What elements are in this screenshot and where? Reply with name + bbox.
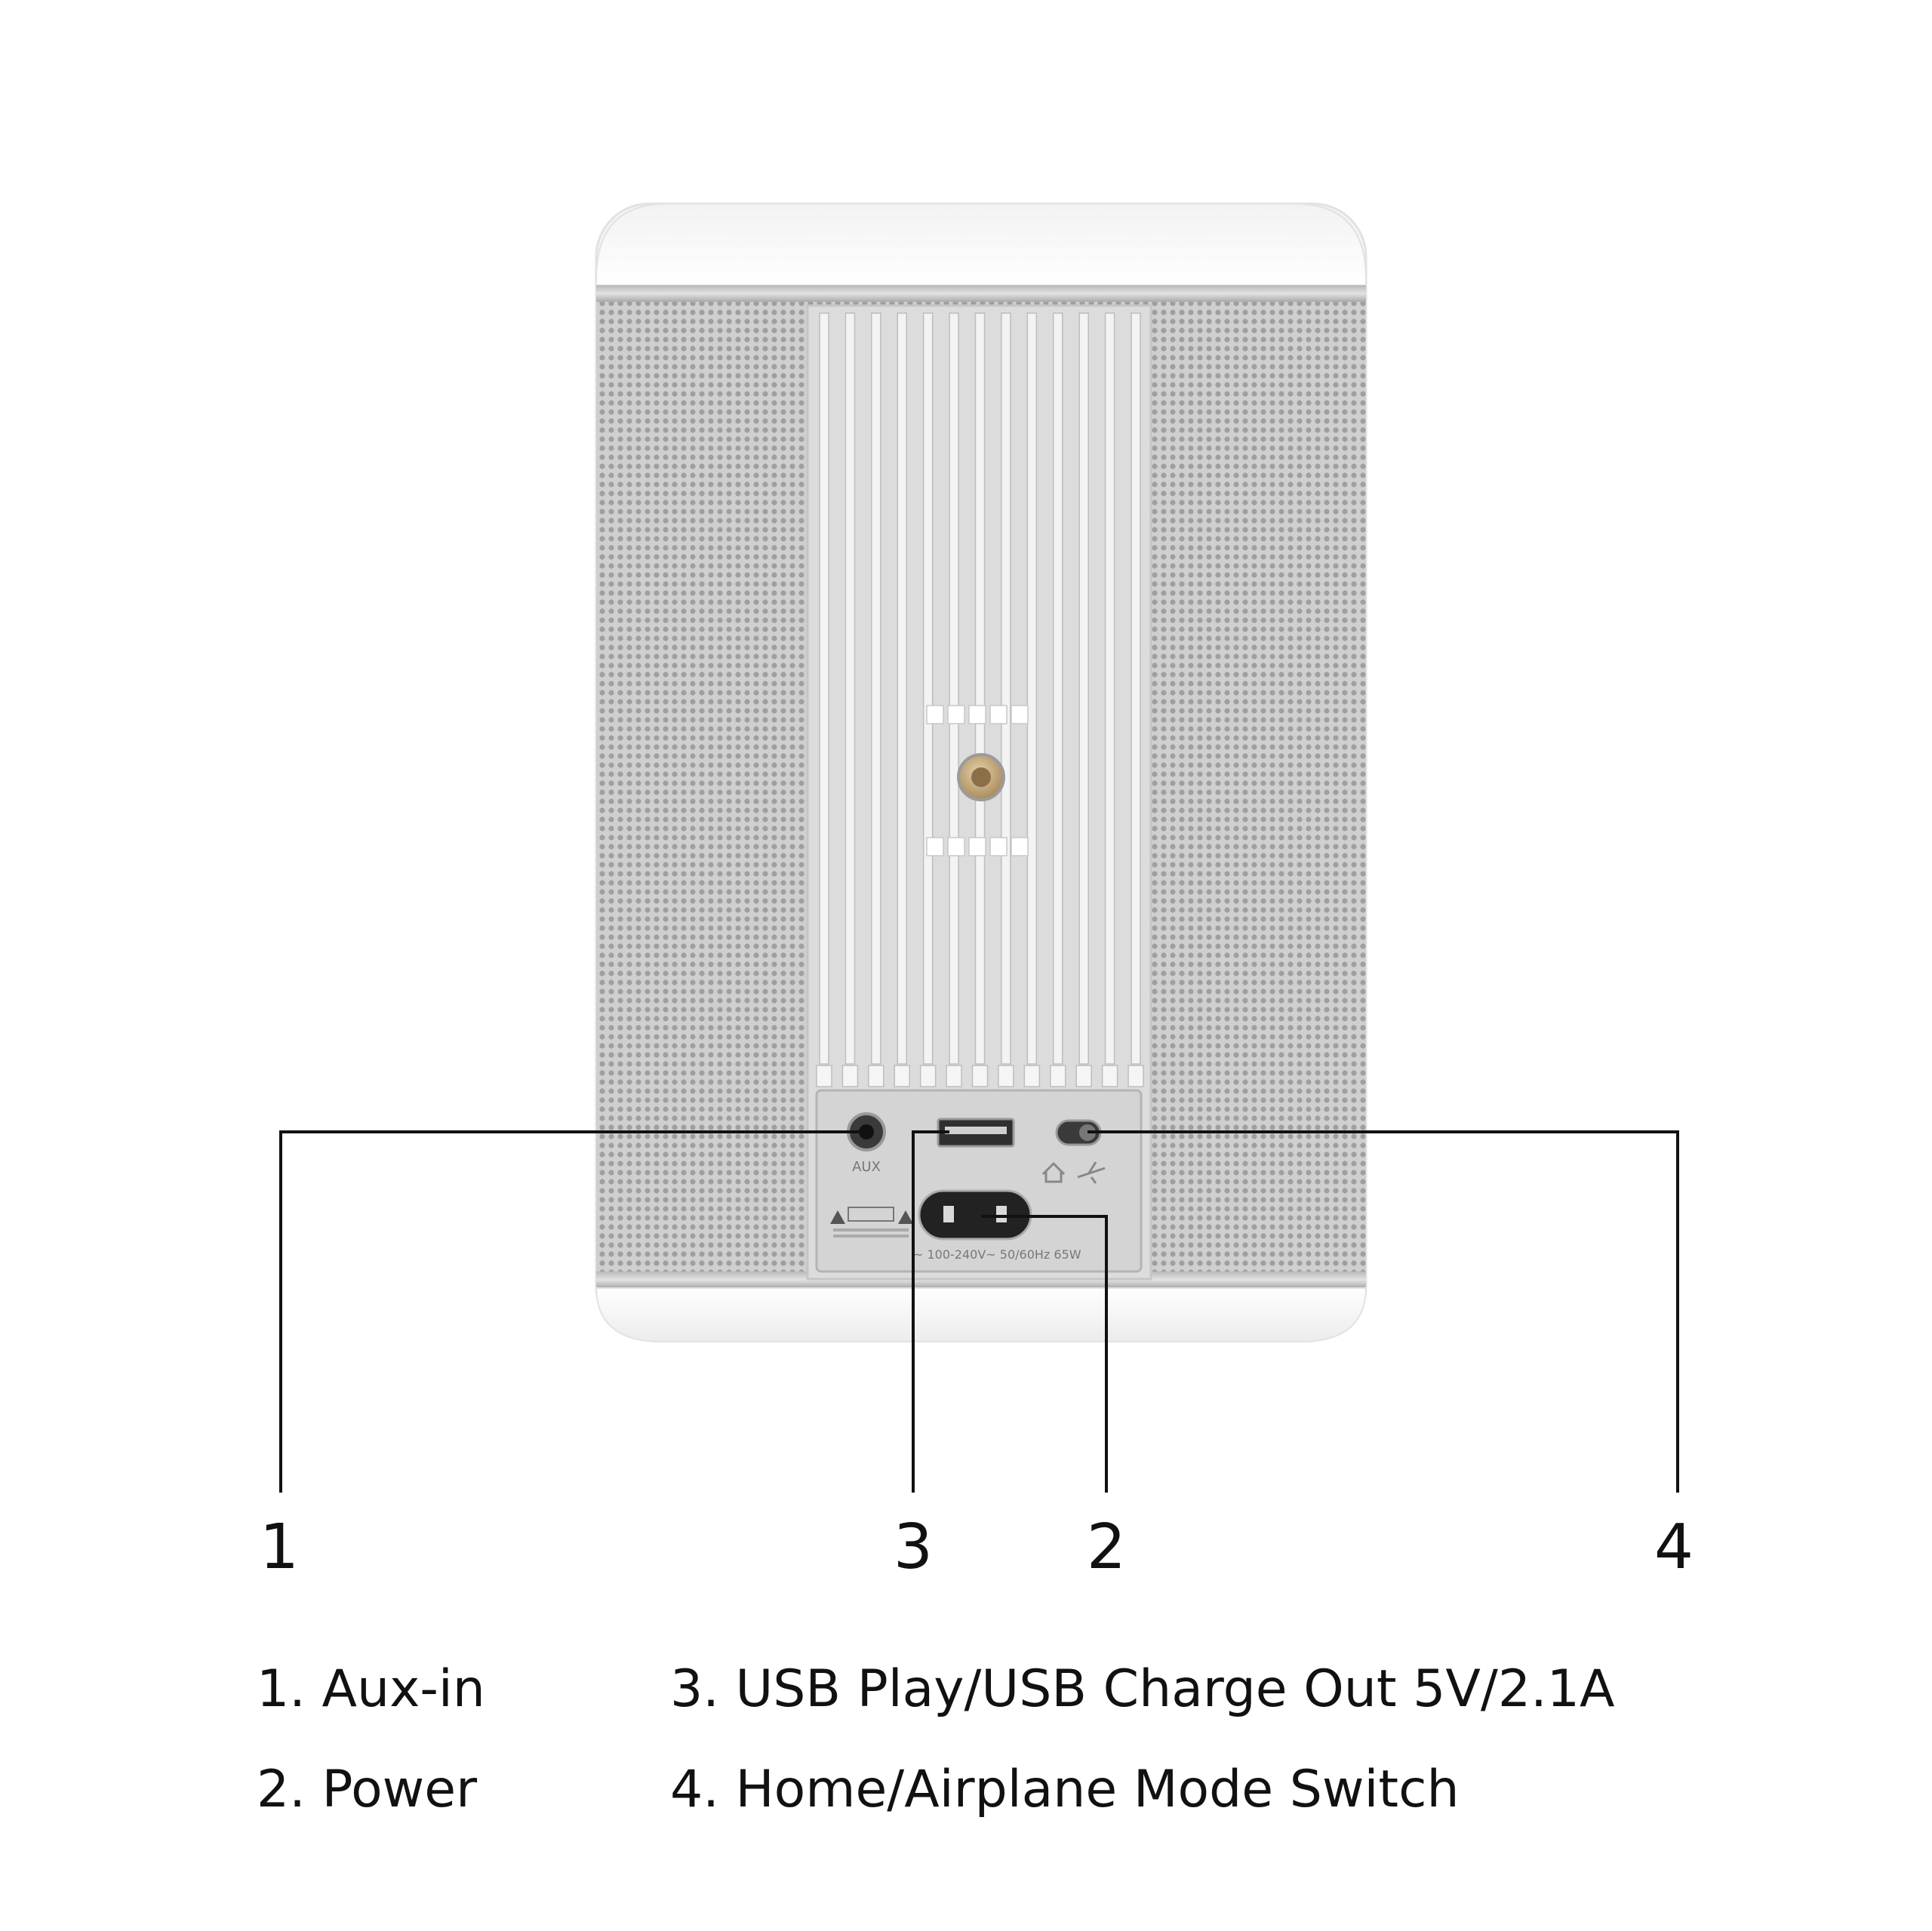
heatsink-fin [1001,312,1011,1065]
heatsink-fin [1053,312,1063,1065]
heatsink-fin [1078,312,1089,1065]
heatsink-fin-tab [868,1065,884,1087]
heatsink-fin-tab [946,1065,962,1087]
heatsink-fin [1104,312,1115,1065]
leader-line-switch [1088,1130,1679,1493]
mount-block [926,837,944,856]
legend-item-mode-switch: 4. Home/Airplane Mode Switch [670,1760,1460,1819]
callout-number-2: 2 [1086,1511,1127,1583]
callout-number-3: 3 [893,1511,934,1583]
legend-item-usb: 3. USB Play/USB Charge Out 5V/2.1A [670,1659,1615,1719]
heatsink-fin-tab [998,1065,1014,1087]
mount-block [1011,837,1029,856]
leader-line-aux [279,1130,866,1493]
legend-item-power: 2. Power [257,1760,478,1819]
heatsink-fin [819,312,829,1065]
warning-label [830,1207,913,1238]
callout-number-4: 4 [1654,1511,1694,1583]
mount-block [989,705,1008,724]
mount-block [926,705,944,724]
callout-number-1: 1 [259,1511,300,1583]
power-rating-label: ~ 100-240V~ 50/60Hz 65W [913,1247,1081,1262]
heatsink-fin-tab [971,1065,989,1087]
aux-port-label: AUX [852,1159,881,1175]
mount-block [947,705,965,724]
mount-area [926,705,1029,856]
leader-line-usb [912,1130,949,1493]
heatsink-fin-tab [919,1065,937,1087]
legend-item-aux-in: 1. Aux-in [257,1659,485,1719]
heatsink-fin-tab [1075,1065,1092,1087]
heatsink-fin [1026,312,1038,1065]
heatsink-fin-tab [841,1065,859,1087]
mount-block [968,837,986,856]
heatsink-fin [871,312,881,1065]
leader-lines [279,1130,1679,1493]
airplane-icon [1077,1161,1106,1184]
heatsink-fin-tab [1050,1065,1066,1087]
heatsink-fin [949,312,959,1065]
aux-in-port: AUX [847,1112,886,1175]
heatsink-fin-tab [1023,1065,1041,1087]
heatsink-fin [974,312,986,1065]
heatsink-fin [922,312,934,1065]
mount-block [968,705,986,724]
heatsink-fin-tab [894,1065,910,1087]
mount-block [1011,705,1029,724]
home-icon [1041,1161,1066,1183]
connection-panel: AUX [815,1089,1143,1273]
heatsink-fin-tab [1128,1065,1144,1087]
mount-block [947,837,965,856]
leader-line-power [981,1215,1108,1493]
heatsink-fin [1131,312,1141,1065]
heatsink-fin-tab [1101,1065,1118,1087]
heatsink-fin [844,312,856,1065]
mount-block [989,837,1008,856]
heatsink-fin-tab [816,1065,832,1087]
heatsink-fin [897,312,907,1065]
